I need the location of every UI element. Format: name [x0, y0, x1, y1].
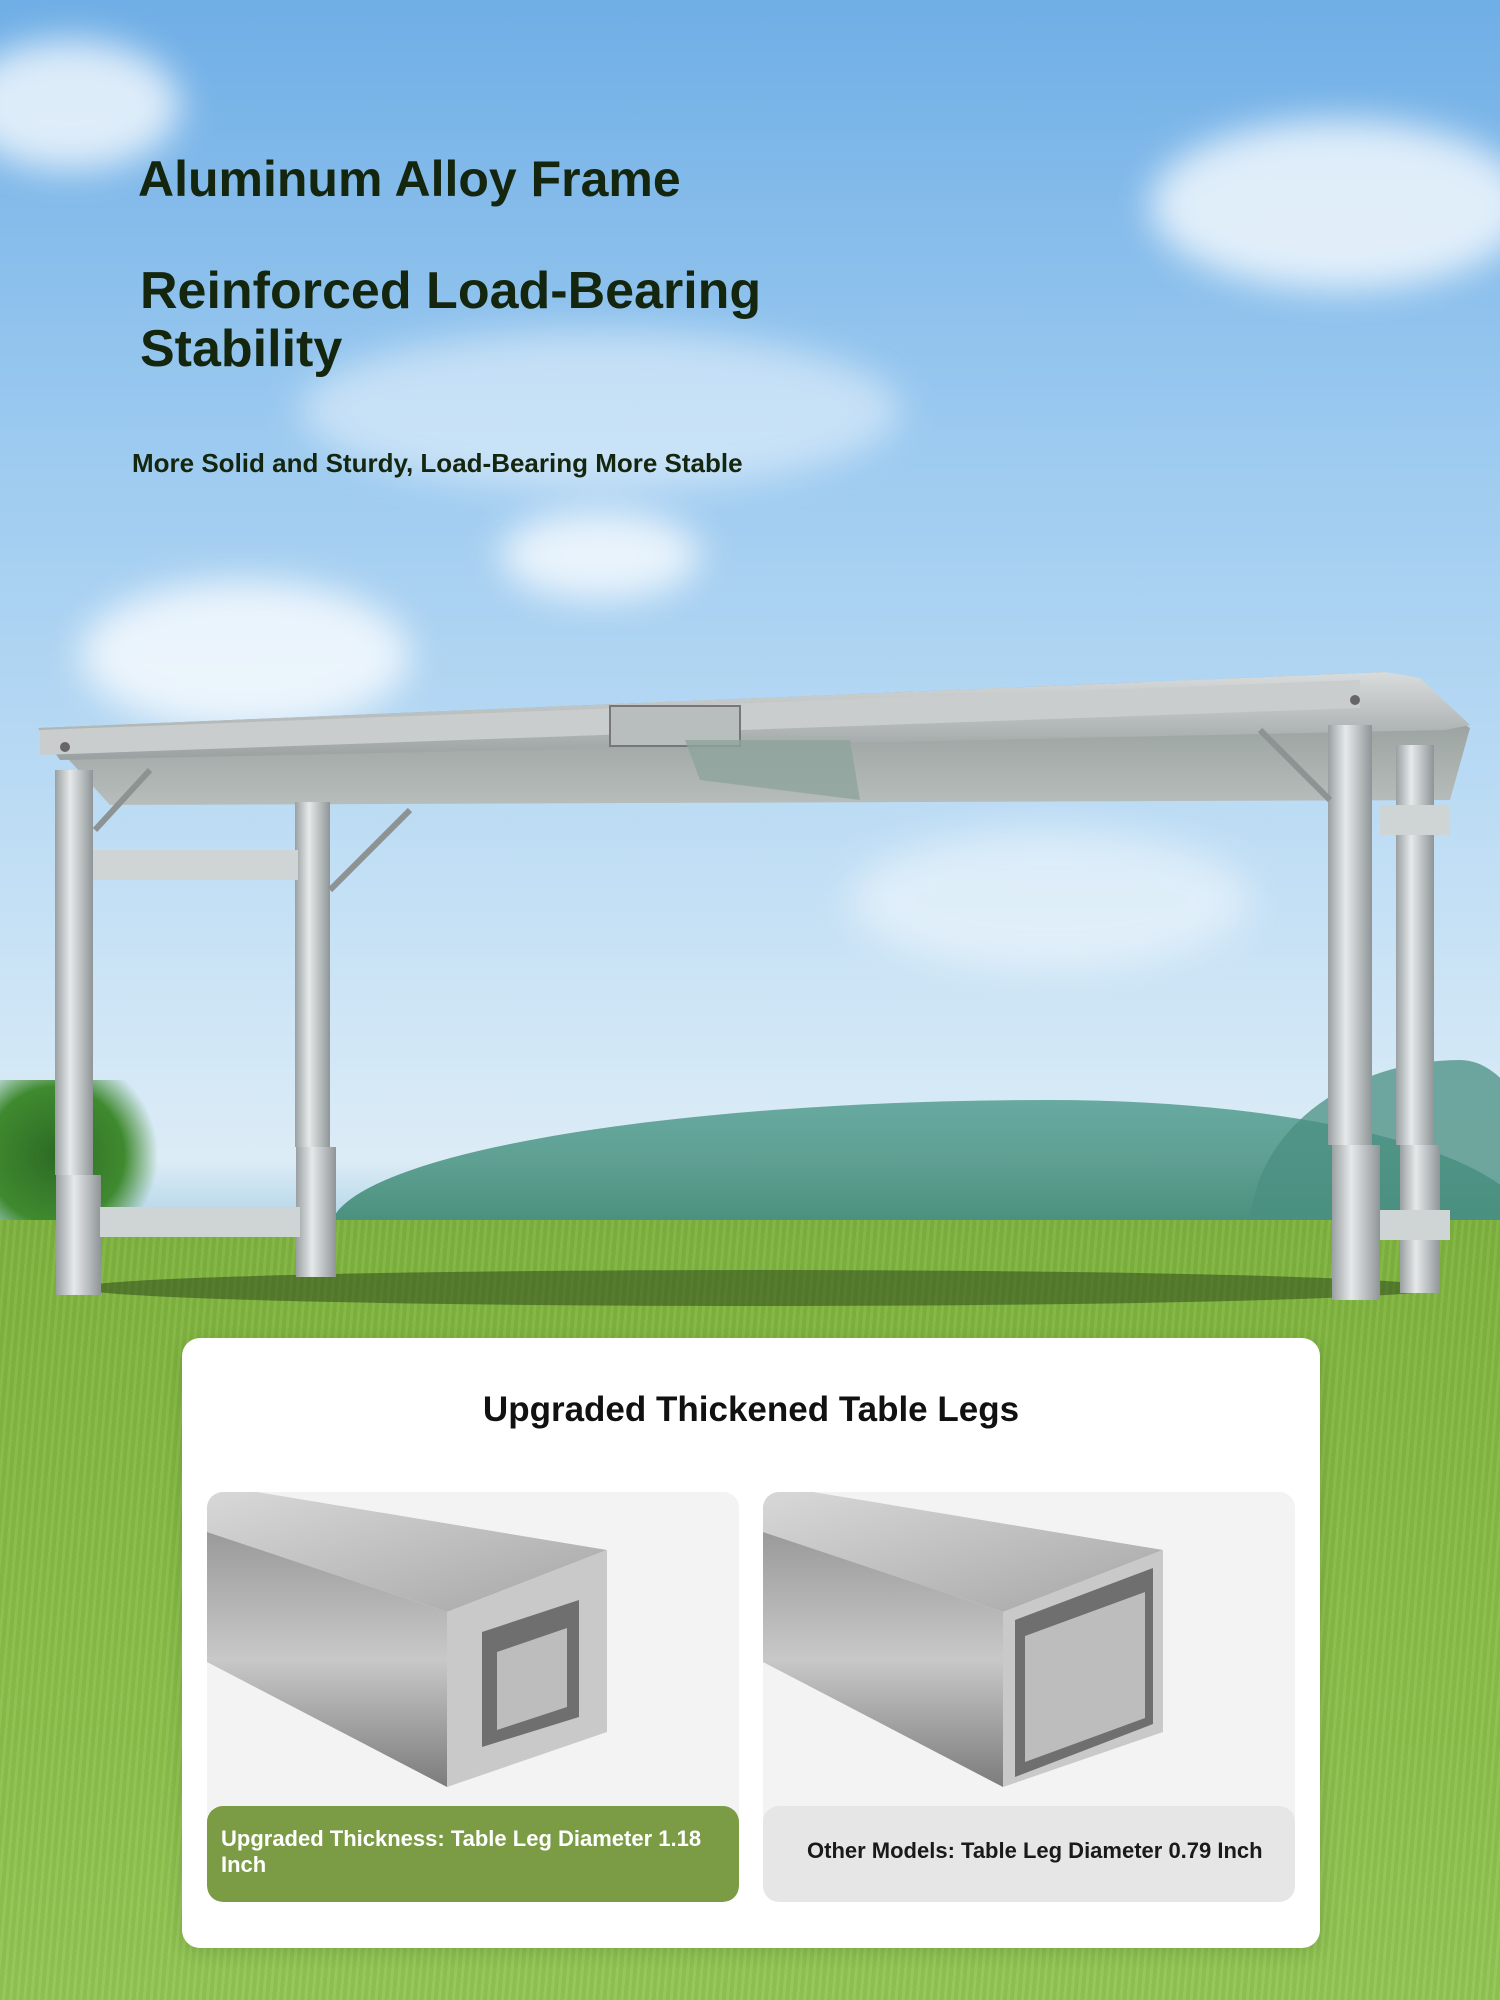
table-crossbar [1380, 1210, 1450, 1240]
table-shadow [80, 1270, 1440, 1306]
table-leg-front-right [1328, 725, 1372, 1145]
table-crossbar [93, 850, 298, 880]
hero-title-line2: Reinforced Load-Bearing Stability [140, 262, 762, 378]
table-support-panel [685, 740, 860, 800]
cloud [850, 830, 1250, 970]
table-leg-front-left [55, 770, 93, 1175]
other-caption: Other Models: Table Leg Diameter 0.79 In… [763, 1806, 1295, 1902]
hero-subtitle: More Solid and Sturdy, Load-Bearing More… [132, 448, 743, 478]
upgraded-leg-panel: Upgraded Thickness: Table Leg Diameter 1… [207, 1492, 739, 1902]
other-leg-panel: Other Models: Table Leg Diameter 0.79 In… [763, 1492, 1295, 1902]
table-leg-back-left [295, 802, 330, 1147]
folding-brace [1257, 727, 1333, 803]
table-crossbar [100, 1207, 300, 1237]
cloud [0, 40, 180, 170]
hero-title-line1: Aluminum Alloy Frame [138, 151, 681, 207]
thick-tube-icon [207, 1492, 739, 1812]
folding-brace [92, 767, 153, 833]
table-crossbar [1380, 805, 1450, 835]
cloud [500, 510, 700, 600]
rivet [1350, 695, 1360, 705]
comparison-title: Upgraded Thickened Table Legs [482, 1390, 1020, 1429]
table-hinge [609, 705, 741, 747]
folding-table-illustration [38, 672, 1470, 1306]
comparison-card: Upgraded Thickened Table Legs Up [182, 1338, 1320, 1948]
upgraded-caption: Upgraded Thickness: Table Leg Diameter 1… [207, 1806, 739, 1902]
rivet [60, 742, 70, 752]
cloud [1150, 120, 1500, 290]
table-leg-foot [56, 1175, 101, 1295]
cloud [300, 330, 900, 490]
table-leg-foot [1332, 1145, 1380, 1300]
thin-tube-icon [763, 1492, 1295, 1812]
cloud [80, 580, 410, 730]
folding-brace [327, 807, 413, 893]
table-leg-foot [296, 1147, 336, 1277]
